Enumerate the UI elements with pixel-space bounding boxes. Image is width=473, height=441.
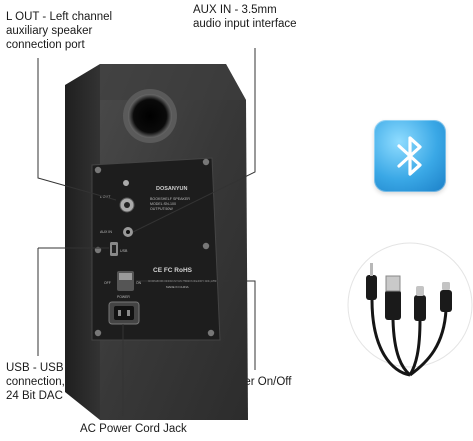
bluetooth-badge: [374, 120, 446, 192]
auxin-leader: [132, 48, 256, 233]
panel-on-label: ON: [136, 281, 142, 285]
lout-leader: [37, 58, 117, 201]
auxin-callout: AUX IN - 3.5mm audio input interface: [193, 3, 297, 31]
cable-set: [347, 242, 473, 377]
ac-title: AC Power Cord Jack: [80, 423, 187, 435]
panel-off-label: OFF: [104, 281, 111, 285]
usb-desc-line3: 24 Bit DAC: [6, 390, 63, 402]
panel-power-label: POWER: [117, 295, 130, 299]
lout-desc-line3: connection port: [6, 39, 85, 51]
power-leader: [136, 280, 256, 370]
lout-title: L OUT - Left channel: [6, 11, 113, 23]
speaker-cabinet-side: [65, 64, 100, 420]
lout-callout: L OUT - Left channel auxiliary speaker c…: [6, 10, 112, 52]
usb-desc-line2: connection,: [6, 376, 65, 388]
leader-lines: [37, 48, 256, 416]
bluetooth-icon: [397, 136, 422, 176]
panel-usb-label: USB: [120, 249, 128, 253]
panel-origin: MADE IN CHINA: [166, 285, 189, 289]
panel-aux-label: AUX IN: [100, 230, 112, 234]
lout-desc-line2: auxiliary speaker: [6, 25, 93, 37]
panel-brand: DOSANYUN: [156, 186, 188, 192]
panel-cert-marks: CE FC RoHS: [153, 267, 193, 274]
panel-model-2: MODEL:SN-100: [150, 202, 176, 206]
bass-port: [123, 89, 177, 143]
auxin-desc-line2: audio input interface: [193, 18, 297, 30]
ac-inlet: [108, 301, 140, 325]
auxin-title: AUX IN - 3.5mm: [193, 4, 277, 16]
ac-callout: AC Power Cord Jack: [80, 422, 187, 436]
panel-model-1: BOOKSHELF SPEAKER: [150, 197, 190, 201]
rear-panel: [91, 157, 221, 341]
panel-model-3: OUTPUT:50W: [150, 207, 173, 211]
